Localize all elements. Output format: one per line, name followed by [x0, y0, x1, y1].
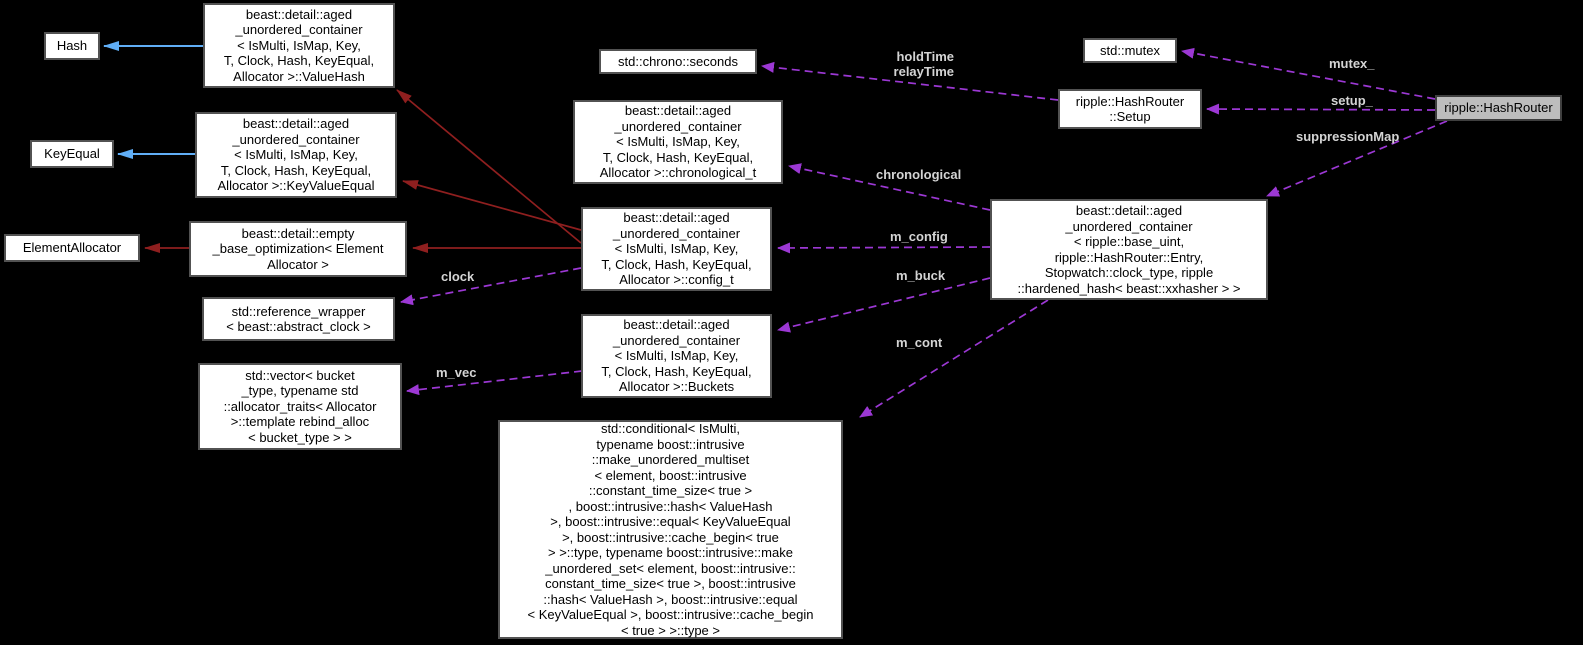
- node-hashrouter: ripple::HashRouter: [1435, 95, 1562, 121]
- edge-label-holdTime: holdTime relayTime: [893, 49, 954, 79]
- edge-config-t-to-reference-wrapper: [400, 267, 582, 306]
- edge-label-setup-: setup_: [1331, 93, 1373, 108]
- edge-setup-to-seconds: [761, 61, 1059, 101]
- node-config-t[interactable]: beast::detail::aged _unordered_container…: [581, 207, 772, 291]
- edge-label-m-buck: m_buck: [896, 268, 946, 283]
- edge-label-chronological: chronological: [876, 167, 962, 182]
- node-empty-base[interactable]: beast::detail::empty _base_optimization<…: [189, 221, 407, 277]
- edge-hashrouter-to-setup: [1206, 103, 1436, 115]
- edge-container-to-buckets: [777, 277, 991, 333]
- node-hash[interactable]: Hash: [44, 32, 100, 60]
- edge-label-m-vec: m_vec: [436, 365, 477, 380]
- edge-config-t-to-valuehash: [396, 89, 582, 244]
- node-conditional[interactable]: std::conditional< IsMulti, typename boos…: [498, 420, 843, 639]
- node-setup[interactable]: ripple::HashRouter ::Setup: [1058, 89, 1202, 129]
- node-reference-wrapper[interactable]: std::reference_wrapper < beast::abstract…: [202, 297, 395, 341]
- edge-hashrouter-to-mutex: [1181, 47, 1436, 100]
- edge-container-to-config-t: [777, 242, 991, 254]
- edge-label-suppressionMap: suppressionMap: [1296, 129, 1400, 144]
- node-mutex[interactable]: std::mutex: [1083, 38, 1177, 63]
- node-elementallocator[interactable]: ElementAllocator: [4, 234, 140, 262]
- node-valuehash[interactable]: beast::detail::aged _unordered_container…: [203, 3, 395, 88]
- node-keyequal[interactable]: KeyEqual: [30, 140, 114, 168]
- edge-config-t-to-keyvalueequal: [402, 180, 582, 231]
- edge-buckets-to-vector: [406, 370, 583, 396]
- edge-hashrouter-to-container: [1266, 120, 1448, 197]
- edge-label-mutex-: mutex_: [1329, 56, 1375, 71]
- node-vector[interactable]: std::vector< bucket _type, typename std …: [198, 363, 402, 450]
- node-keyvalueequal[interactable]: beast::detail::aged _unordered_container…: [195, 112, 397, 198]
- edge-label-clock: clock: [441, 269, 475, 284]
- edge-label-m-cont: m_cont: [896, 335, 943, 350]
- edge-container-to-conditional: [859, 299, 1049, 418]
- node-chronological-t[interactable]: beast::detail::aged _unordered_container…: [573, 100, 783, 184]
- node-buckets[interactable]: beast::detail::aged _unordered_container…: [581, 314, 772, 398]
- node-seconds[interactable]: std::chrono::seconds: [599, 49, 757, 74]
- edge-label-m-config: m_config: [890, 229, 948, 244]
- edge-container-to-chronological-t: [788, 163, 991, 211]
- node-container[interactable]: beast::detail::aged _unordered_container…: [990, 199, 1268, 300]
